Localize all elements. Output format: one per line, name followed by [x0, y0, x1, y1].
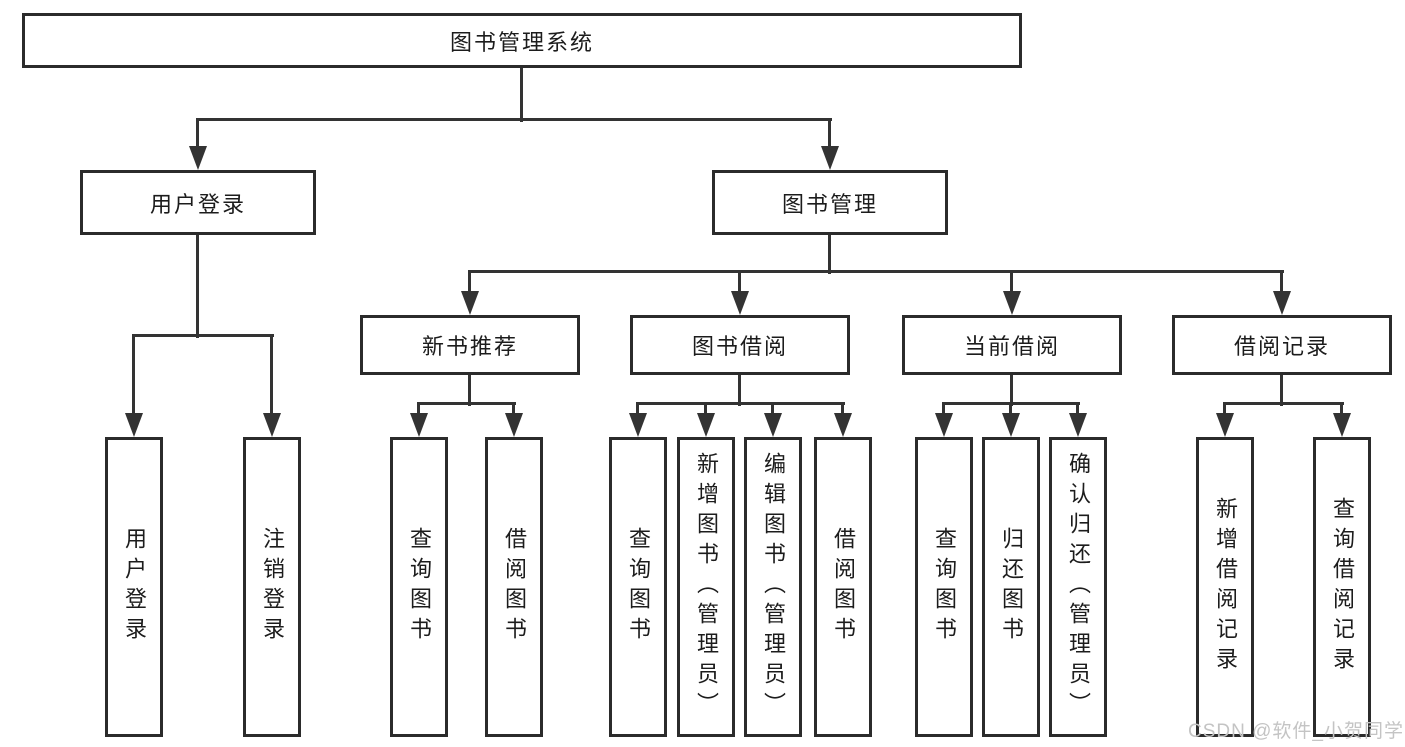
connector-arrow-stem: [132, 336, 135, 417]
node-leaf-bb-add-label: 新增图书（管理员）: [694, 452, 719, 722]
node-leaf-bb-edit-label: 编辑图书（管理员）: [761, 452, 786, 722]
arrowhead-down-icon: [697, 413, 715, 437]
node-leaf-bb-borrow-label: 借阅图书: [831, 527, 856, 647]
connector-vertical: [196, 233, 199, 338]
node-book-borrow: 图书借阅: [630, 315, 850, 375]
node-book-mgmt: 图书管理: [712, 170, 948, 235]
arrowhead-down-icon: [263, 413, 281, 437]
connector-vertical: [520, 66, 523, 122]
connector-arrow-stem: [196, 120, 199, 150]
node-leaf-nb-borrow: 借阅图书: [485, 437, 543, 737]
connector-horizontal: [417, 402, 516, 405]
node-book-mgmt-label: 图书管理: [781, 191, 878, 217]
node-leaf-bb-query-label: 查询图书: [626, 527, 651, 647]
arrowhead-down-icon: [1069, 413, 1087, 437]
node-book-borrow-label: 图书借阅: [691, 334, 788, 359]
node-borrow-records-label: 借阅记录: [1233, 334, 1330, 359]
node-current-borrow-label: 当前借阅: [963, 334, 1060, 359]
connector-arrow-stem: [1009, 404, 1012, 417]
arrowhead-down-icon: [629, 413, 647, 437]
node-root-label: 图书管理系统: [449, 29, 594, 55]
connector-horizontal: [942, 402, 1080, 405]
node-borrow-records: 借阅记录: [1172, 315, 1392, 375]
node-leaf-cb-confirm-label: 确认归还（管理员）: [1066, 452, 1091, 722]
arrowhead-down-icon: [1216, 413, 1234, 437]
connector-arrow-stem: [512, 404, 515, 417]
node-leaf-bb-edit: 编辑图书（管理员）: [744, 437, 802, 737]
node-leaf-nb-query: 查询图书: [390, 437, 448, 737]
connector-arrow-stem: [468, 272, 471, 295]
connector-vertical: [738, 373, 741, 406]
arrowhead-down-icon: [410, 413, 428, 437]
node-leaf-login: 用户登录: [105, 437, 163, 737]
node-user-login: 用户登录: [80, 170, 316, 235]
node-leaf-nb-borrow-label: 借阅图书: [502, 527, 527, 647]
connector-arrow-stem: [771, 404, 774, 417]
arrowhead-down-icon: [461, 291, 479, 315]
connector-horizontal: [1223, 402, 1344, 405]
node-leaf-cb-confirm: 确认归还（管理员）: [1049, 437, 1107, 737]
connector-arrow-stem: [828, 120, 831, 150]
node-root: 图书管理系统: [22, 13, 1022, 68]
arrowhead-down-icon: [935, 413, 953, 437]
node-leaf-cb-return: 归还图书: [982, 437, 1040, 737]
arrowhead-down-icon: [189, 146, 207, 170]
csdn-watermark: CSDN @软件_小贺同学: [1188, 721, 1404, 742]
arrowhead-down-icon: [764, 413, 782, 437]
connector-horizontal: [196, 118, 832, 121]
connector-vertical: [468, 373, 471, 406]
arrowhead-down-icon: [1273, 291, 1291, 315]
connector-vertical: [828, 233, 831, 274]
node-user-login-label: 用户登录: [149, 191, 246, 217]
connector-vertical: [1010, 373, 1013, 406]
connector-vertical: [1280, 373, 1283, 406]
connector-arrow-stem: [942, 404, 945, 417]
connector-arrow-stem: [270, 336, 273, 417]
arrowhead-down-icon: [1003, 291, 1021, 315]
connector-arrow-stem: [1076, 404, 1079, 417]
node-leaf-nb-query-label: 查询图书: [407, 527, 432, 647]
node-leaf-login-label: 用户登录: [122, 527, 147, 647]
node-leaf-logout-label: 注销登录: [260, 527, 285, 647]
arrowhead-down-icon: [834, 413, 852, 437]
node-leaf-br-add: 新增借阅记录: [1196, 437, 1254, 737]
node-leaf-bb-borrow: 借阅图书: [814, 437, 872, 737]
node-leaf-br-query: 查询借阅记录: [1313, 437, 1371, 737]
connector-arrow-stem: [841, 404, 844, 417]
node-leaf-bb-add: 新增图书（管理员）: [677, 437, 735, 737]
node-leaf-br-query-label: 查询借阅记录: [1330, 497, 1355, 677]
arrowhead-down-icon: [505, 413, 523, 437]
arrowhead-down-icon: [731, 291, 749, 315]
node-leaf-logout: 注销登录: [243, 437, 301, 737]
node-new-books: 新书推荐: [360, 315, 580, 375]
node-leaf-bb-query: 查询图书: [609, 437, 667, 737]
connector-arrow-stem: [1010, 272, 1013, 295]
connector-arrow-stem: [738, 272, 741, 295]
arrowhead-down-icon: [125, 413, 143, 437]
arrowhead-down-icon: [1333, 413, 1351, 437]
connector-arrow-stem: [1340, 404, 1343, 417]
connector-arrow-stem: [1280, 272, 1283, 295]
arrowhead-down-icon: [1002, 413, 1020, 437]
node-leaf-cb-return-label: 归还图书: [999, 527, 1024, 647]
connector-horizontal: [468, 270, 1284, 273]
connector-arrow-stem: [636, 404, 639, 417]
connector-arrow-stem: [1223, 404, 1226, 417]
node-new-books-label: 新书推荐: [421, 334, 518, 359]
connector-horizontal: [636, 402, 845, 405]
node-leaf-cb-query: 查询图书: [915, 437, 973, 737]
node-leaf-cb-query-label: 查询图书: [932, 527, 957, 647]
connector-horizontal: [132, 334, 274, 337]
connector-arrow-stem: [417, 404, 420, 417]
arrowhead-down-icon: [821, 146, 839, 170]
node-current-borrow: 当前借阅: [902, 315, 1122, 375]
node-leaf-br-add-label: 新增借阅记录: [1213, 497, 1238, 677]
connector-arrow-stem: [704, 404, 707, 417]
